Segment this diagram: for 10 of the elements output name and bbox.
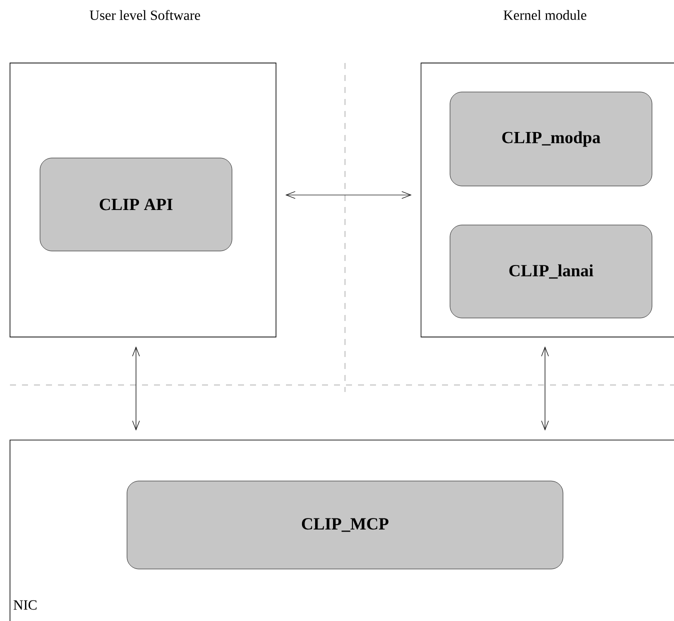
double-arrow [132, 346, 140, 431]
rounded-box: CLIP_lanai [450, 224, 652, 318]
double-arrow [285, 191, 412, 199]
rounded-box: CLIP_MCP [126, 480, 564, 570]
double-arrow [541, 346, 549, 431]
panel-heading: User level Software [90, 10, 200, 20]
rounded-box: CLIP API [40, 158, 232, 252]
panel-heading: NIC [14, 600, 37, 610]
panel-heading: Kernel module [504, 10, 586, 20]
rounded-box: CLIP_modpa [450, 92, 652, 186]
